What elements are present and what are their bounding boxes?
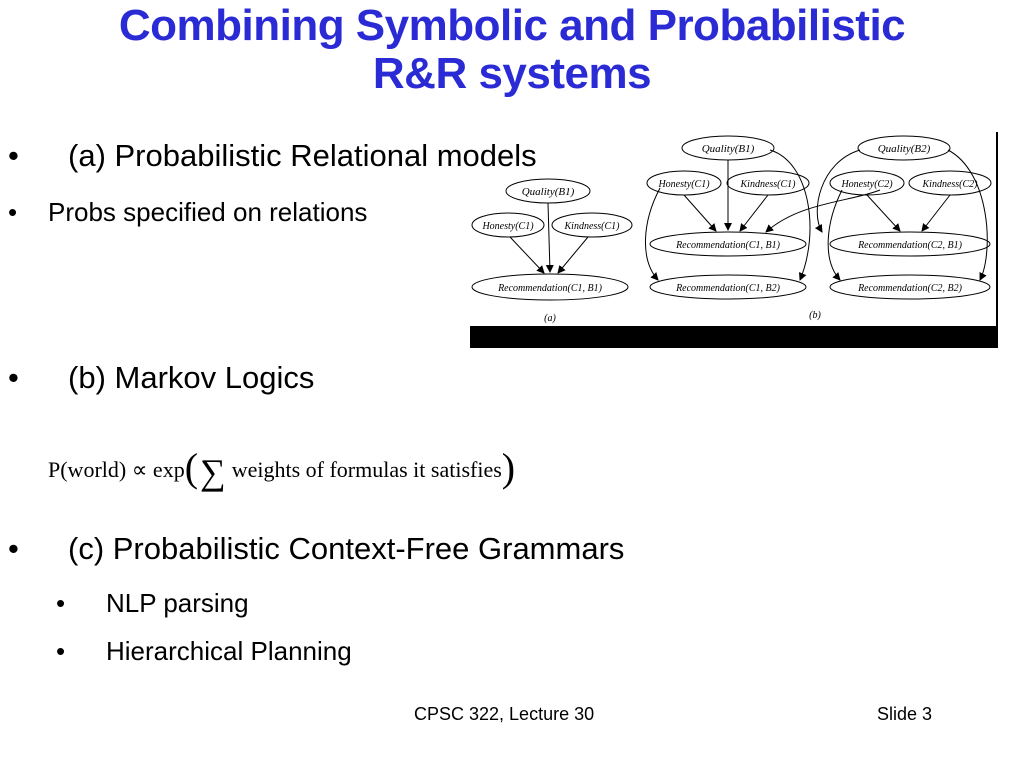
slide-title: Combining Symbolic and Probabilistic R&R… [0, 2, 1024, 98]
node-honesty [471, 212, 545, 238]
node-kindness-c1-label: Kindness(C1) [740, 179, 797, 190]
node-honesty-label: Honesty(C1) [481, 221, 534, 232]
figure-b: Quality(B1) Quality(B2) Honesty(C1) Kind… [644, 135, 992, 321]
edge [866, 194, 901, 232]
node-kindness [551, 212, 633, 238]
edge [683, 194, 717, 232]
node-rec-c1-b2-label: Recommendation(C1, B2) [675, 283, 781, 294]
bullet-dot: • [8, 138, 19, 173]
edge [557, 236, 589, 274]
edge [739, 194, 769, 232]
node-quality-b2-label: Quality(B2) [878, 143, 931, 155]
node-quality-b2 [857, 135, 951, 161]
bullet-dot: • [8, 360, 19, 395]
bullet-b-text: (b) Markov Logics [68, 360, 315, 395]
node-rec-c2-b1 [829, 231, 991, 257]
node-recommendation [471, 273, 629, 301]
formula-lhs: P(world) ∝ exp [48, 457, 185, 482]
slide-title-line1: Combining Symbolic and Probabilistic [118, 1, 906, 50]
formula-close-paren: ) [501, 445, 516, 490]
bullet-a-sub-text: Probs specified on relations [48, 197, 368, 227]
node-rec-c2-b2 [829, 274, 991, 300]
prm-figure: Quality(B1) Honesty(C1) Kindness(C1) Rec… [470, 132, 998, 348]
figure-a: Quality(B1) Honesty(C1) Kindness(C1) Rec… [471, 178, 633, 324]
sigma-icon: ∑ [200, 452, 226, 492]
slide-title-line2: R&R systems [372, 49, 652, 98]
node-honesty-c1-label: Honesty(C1) [657, 179, 710, 190]
bullet-c-text: (c) Probabilistic Context-Free Grammars [68, 531, 625, 566]
node-rec-c1-b2 [649, 274, 807, 300]
node-rec-c2-b1-label: Recommendation(C2, B1) [857, 240, 963, 251]
node-quality-label: Quality(B1) [522, 186, 575, 198]
edge [644, 187, 661, 281]
node-recommendation-label: Recommendation(C1, B1) [497, 283, 603, 294]
figure-a-caption: (a) [544, 313, 556, 324]
figure-bottom-bar [470, 326, 998, 348]
markov-formula: P(world) ∝ exp ( ∑ weights of formulas i… [48, 445, 516, 492]
edge [509, 236, 545, 274]
node-rec-c1-b1 [649, 231, 807, 257]
edge [947, 149, 988, 281]
formula-text: weights of formulas it satisfies [231, 457, 502, 482]
edge [545, 202, 554, 273]
edge [827, 189, 843, 281]
figure-b-caption: (b) [809, 310, 821, 321]
footer-slide-number: Slide 3 [877, 704, 933, 724]
bullet-c-sub2-text: Hierarchical Planning [106, 636, 352, 666]
node-quality-b1-label: Quality(B1) [702, 143, 755, 155]
node-honesty-c2-label: Honesty(C2) [840, 179, 893, 190]
formula-open-paren: ( [184, 445, 199, 490]
edge [769, 149, 811, 281]
bullet-dot: • [8, 531, 19, 566]
bullet-dot: • [56, 588, 66, 618]
node-rec-c2-b2-label: Recommendation(C2, B2) [857, 283, 963, 294]
bullet-c-sub1-text: NLP parsing [106, 588, 249, 618]
edge [814, 149, 861, 233]
edge [765, 189, 881, 233]
node-rec-c1-b1-label: Recommendation(C1, B1) [675, 240, 781, 251]
figure-right-border [996, 132, 998, 348]
footer-course: CPSC 322, Lecture 30 [414, 704, 595, 724]
node-kindness-label: Kindness(C1) [564, 221, 621, 232]
node-kindness-c2-label: Kindness(C2) [922, 179, 979, 190]
bullet-a-text: (a) Probabilistic Relational models [68, 138, 537, 173]
bullet-dot: • [56, 636, 66, 666]
edge [921, 194, 951, 232]
bullet-dot: • [8, 197, 18, 227]
